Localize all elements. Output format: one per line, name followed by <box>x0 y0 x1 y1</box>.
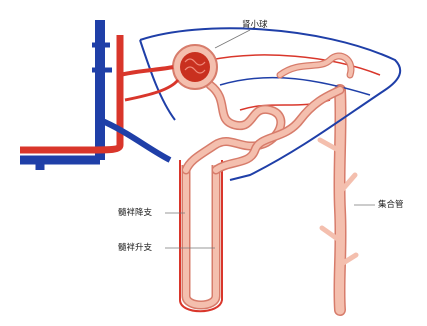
label-glomerulus: 肾小球 <box>242 18 268 30</box>
label-ascending-limb: 髓袢升支 <box>118 241 152 253</box>
label-collecting-duct: 集合管 <box>378 198 404 210</box>
glomerulus <box>173 45 217 89</box>
label-descending-limb: 髓袢降支 <box>118 206 152 218</box>
renal-vessels <box>20 20 178 170</box>
loop-of-henle <box>180 160 222 311</box>
